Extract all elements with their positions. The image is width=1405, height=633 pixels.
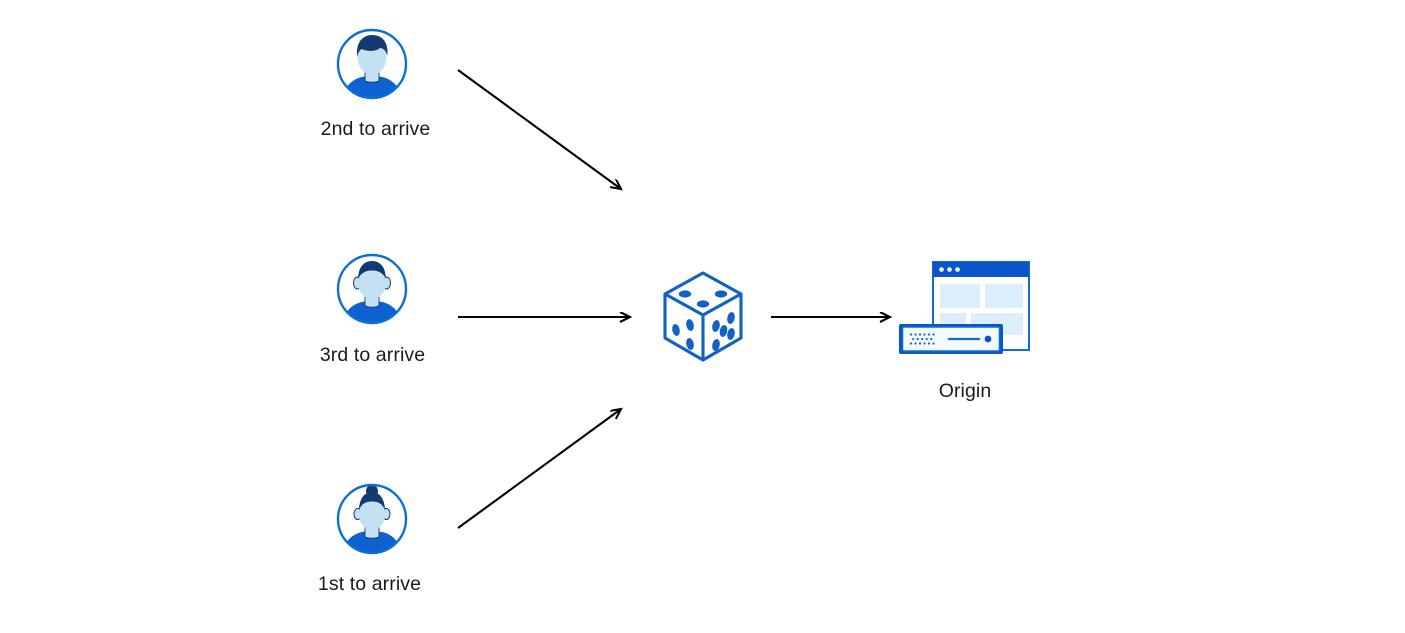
user-avatar-icon [336, 253, 408, 325]
dice-cube-icon [663, 271, 743, 362]
client-avatar-3rd [334, 251, 410, 327]
user-avatar-icon [336, 28, 408, 100]
client-label-1st: 1st to arrive [317, 573, 422, 595]
server-appliance-icon [899, 324, 1003, 354]
origin-label: Origin [938, 380, 992, 402]
origin-server-icon [899, 261, 1030, 354]
client-avatar-1st [334, 481, 410, 557]
arrow-1st-to-dice [457, 409, 621, 529]
dice-node [657, 268, 749, 366]
user-avatar-icon [336, 483, 408, 555]
client-avatar-2nd [334, 26, 410, 102]
client-label-2nd: 2nd to arrive [320, 118, 431, 140]
origin-node [895, 258, 1035, 368]
client-label-3rd: 3rd to arrive [319, 344, 426, 366]
